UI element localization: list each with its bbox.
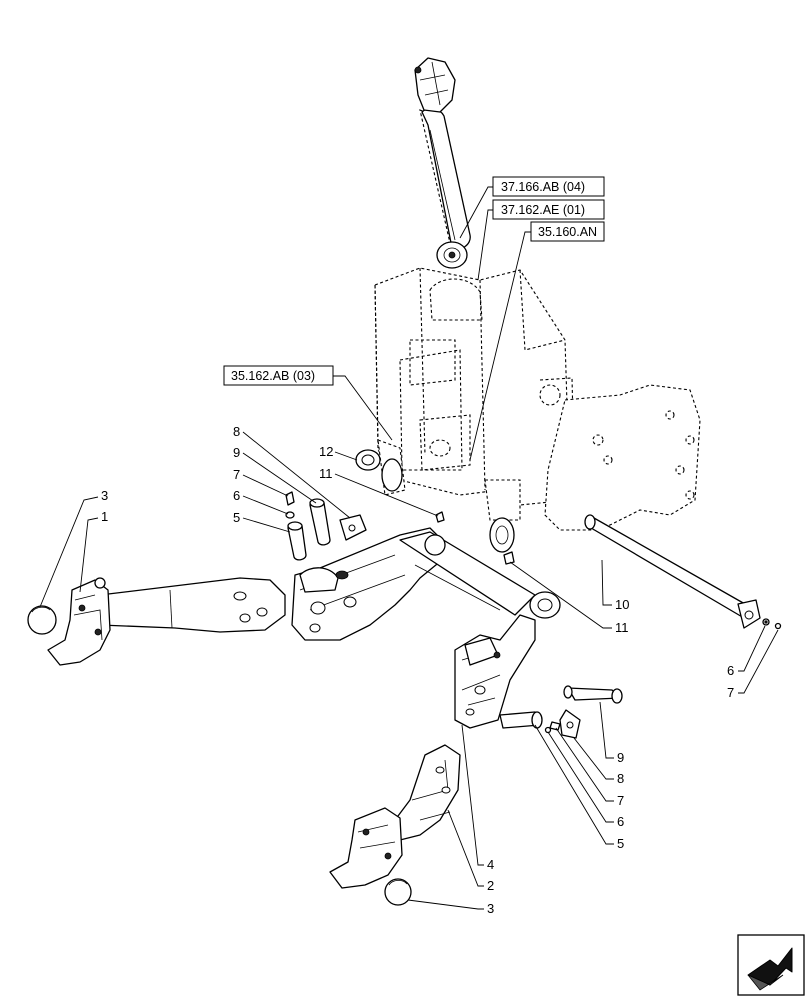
washer-12 <box>355 449 381 471</box>
callout-6-right: 6 <box>727 663 734 678</box>
callout-7-left: 7 <box>233 467 240 482</box>
callout-8-left: 8 <box>233 424 240 439</box>
callout-9-right: 9 <box>617 750 624 765</box>
ref-text-35-160-an: 35.160.AN <box>538 225 597 239</box>
pin-set-right <box>499 685 623 739</box>
callout-12: 12 <box>319 444 333 459</box>
ref-box-35-160-an[interactable] <box>530 221 605 242</box>
ref-box-37-166-ab[interactable] <box>492 176 605 197</box>
pin-set-left <box>285 491 367 561</box>
cross-shaft <box>584 514 782 630</box>
reference-boxes: 37.166.AB (04) 37.162.AE (01) 35.160.AN … <box>223 176 605 461</box>
lift-housing <box>374 267 701 553</box>
callout-7-right-lower: 7 <box>617 793 624 808</box>
callout-2: 2 <box>487 878 494 893</box>
callout-3-left: 3 <box>101 488 108 503</box>
right-lift-rod <box>454 614 536 729</box>
right-lower-arm <box>329 744 461 906</box>
callout-5-left: 5 <box>233 510 240 525</box>
callout-6-right-lower: 6 <box>617 814 624 829</box>
callout-11-right: 11 <box>615 620 629 635</box>
top-link-cylinder <box>414 57 471 269</box>
callout-6-left: 6 <box>233 488 240 503</box>
callout-5-right: 5 <box>617 836 624 851</box>
callout-1: 1 <box>101 509 108 524</box>
grease-fittings <box>435 511 515 565</box>
callout-8-right: 8 <box>617 771 624 786</box>
left-lower-arm <box>27 577 286 666</box>
ref-text-37-162-ae: 37.162.AE (01) <box>501 203 585 217</box>
callout-9-left: 9 <box>233 445 240 460</box>
callout-3-right: 3 <box>487 901 494 916</box>
ref-text-35-162-ab: 35.162.AB (03) <box>231 369 315 383</box>
ref-box-37-162-ae[interactable] <box>492 199 605 220</box>
callout-11-left: 11 <box>319 466 333 481</box>
ref-box-35-162-ab[interactable] <box>223 365 334 386</box>
next-page-arrow-icon[interactable] <box>737 934 805 996</box>
callout-7-right: 7 <box>727 685 734 700</box>
lift-arm-assembly <box>291 527 561 641</box>
callout-4: 4 <box>487 857 494 872</box>
callout-10: 10 <box>615 597 629 612</box>
callouts: 8 9 7 6 5 12 11 3 1 10 11 6 7 9 8 7 6 5 <box>39 424 779 916</box>
ref-text-37-166-ab: 37.166.AB (04) <box>501 180 585 194</box>
